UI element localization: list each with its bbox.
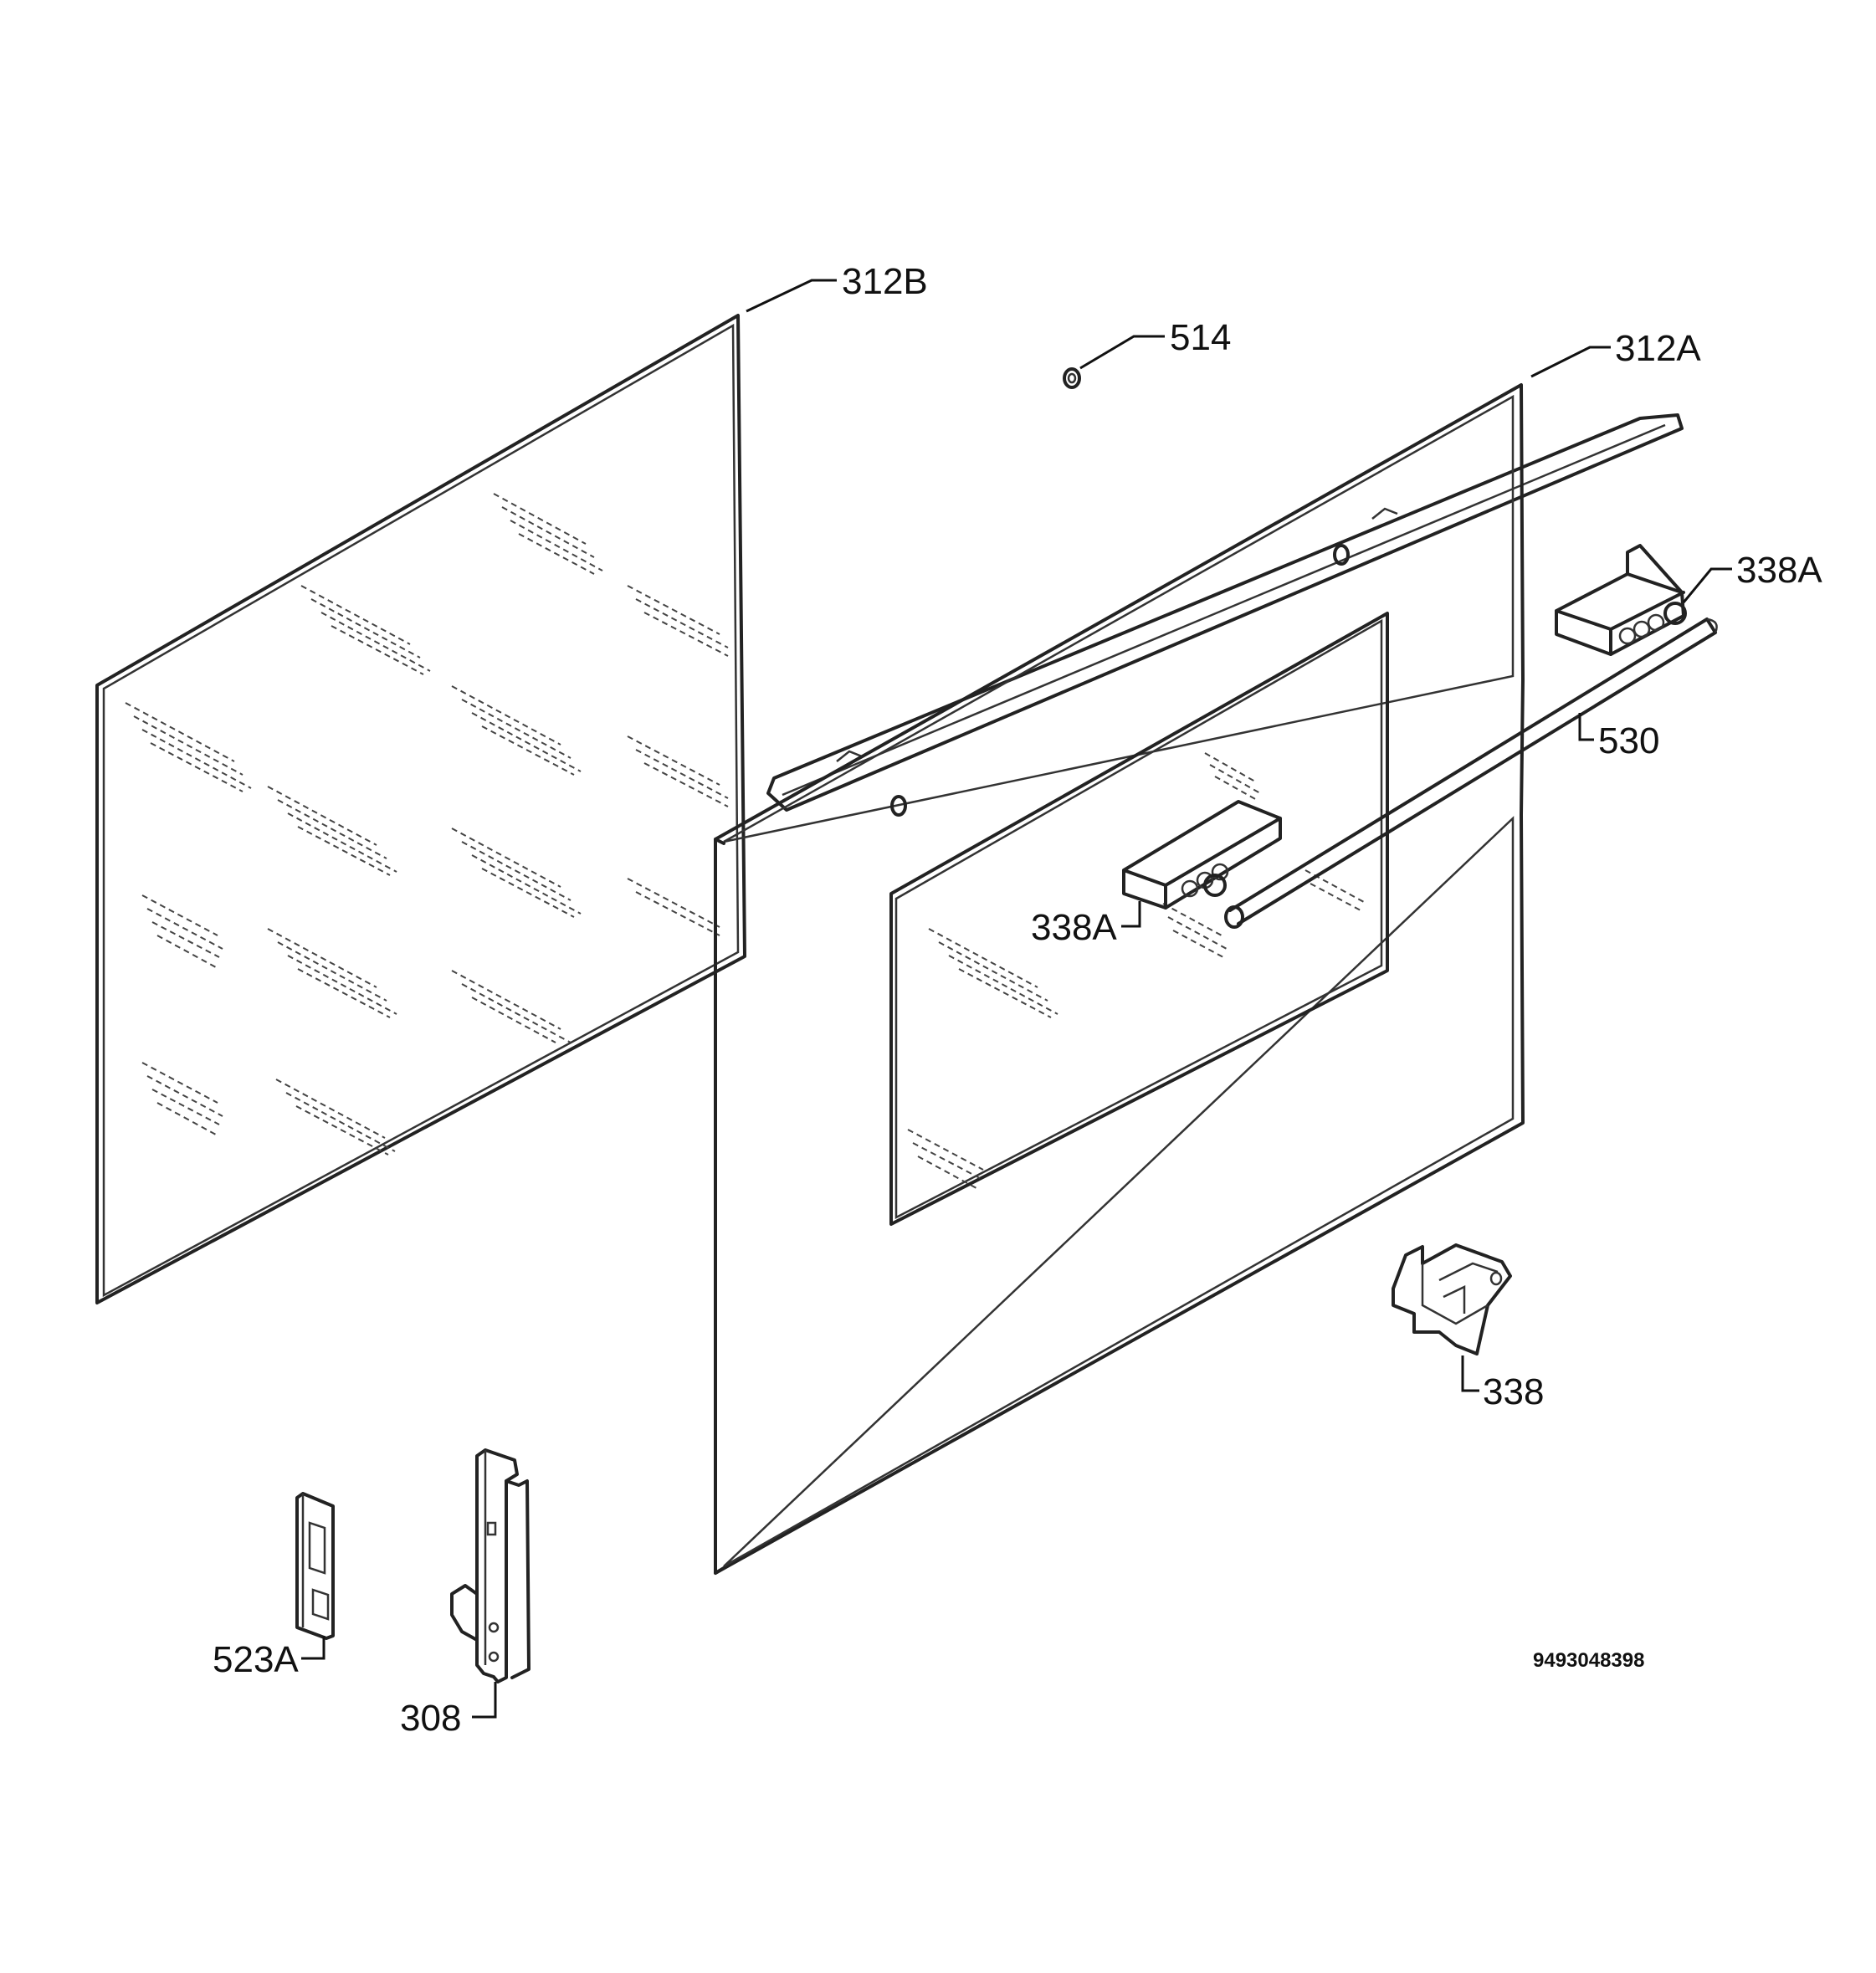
screw-hole-icon (1333, 544, 1350, 566)
callout-514: 514 (1170, 317, 1231, 358)
door-glass-312a (714, 383, 1684, 1575)
handle-rod-530 (1224, 618, 1718, 929)
window-print-pattern (907, 752, 1365, 1189)
screw-hole-icon (890, 795, 907, 817)
callout-leaders (301, 279, 1732, 1719)
glass-print-pattern (125, 493, 729, 1156)
cover-523a (295, 1492, 335, 1640)
callout-338: 338 (1483, 1371, 1544, 1412)
callout-338a-left: 338A (1031, 907, 1117, 948)
glass-panel-312b (95, 314, 746, 1304)
bracket-338a-left (1122, 800, 1282, 910)
document-number: 9493048398 (1533, 1649, 1644, 1672)
hinge-bracket-338 (1392, 1243, 1512, 1355)
callout-312b: 312B (842, 261, 928, 302)
callout-530: 530 (1598, 720, 1659, 761)
callout-338a-top: 338A (1736, 550, 1822, 591)
callout-312a: 312A (1615, 328, 1701, 369)
screw-514 (1063, 367, 1081, 389)
bracket-338a-top (1555, 544, 1687, 656)
callout-308: 308 (400, 1698, 461, 1739)
callout-523a: 523A (213, 1639, 299, 1680)
hinge-308 (450, 1448, 531, 1683)
